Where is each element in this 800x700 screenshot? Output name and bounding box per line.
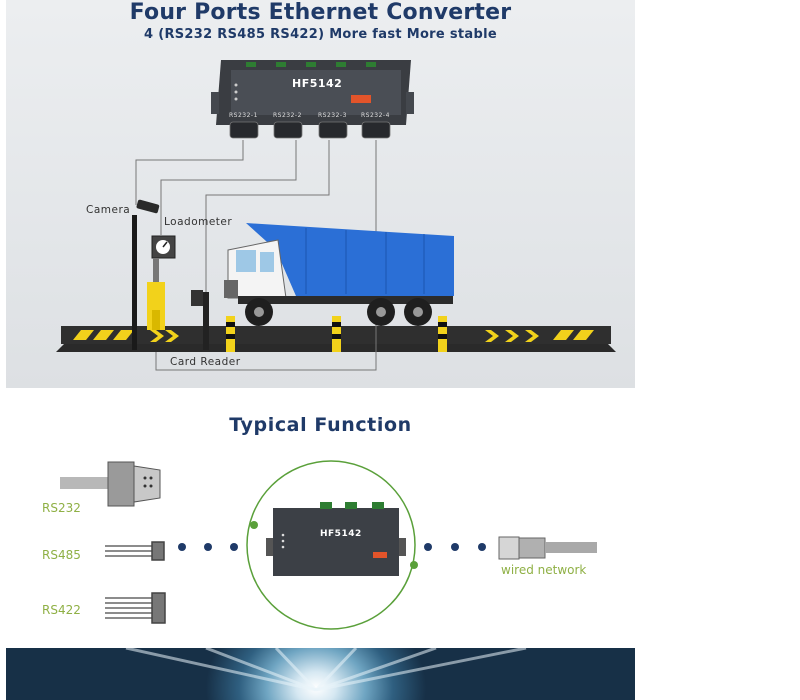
port-label: RS232-2 [273, 112, 302, 119]
wired-network-label: wired network [501, 563, 587, 577]
camera-icon [136, 199, 160, 214]
subheadline: 4 (RS232 RS485 RS422) More fast More sta… [144, 27, 497, 42]
rj45-plug-icon [498, 536, 597, 560]
section-title: Typical Function [229, 414, 412, 436]
rs422-wire-icon [105, 592, 166, 624]
dump-truck-illustration [224, 223, 454, 326]
bottom-banner-image [6, 648, 635, 700]
rs422-label: RS422 [42, 603, 81, 617]
converter-device-top [211, 60, 414, 139]
port-label: RS232-3 [318, 112, 347, 119]
rs232-label: RS232 [42, 501, 81, 515]
port-label: RS232-1 [229, 112, 258, 119]
camera-label: Camera [86, 204, 131, 216]
light-rays-graphic [125, 648, 527, 692]
loadometer-label: Loadometer [164, 216, 233, 228]
typical-function-diagram [60, 460, 597, 630]
weighbridge-scene-panel: Four Ports Ethernet Converter 4 (RS232 R… [6, 0, 635, 388]
db9-connector-icon [60, 461, 161, 507]
port-label: RS232-4 [361, 112, 390, 119]
rs485-label: RS485 [42, 548, 81, 562]
card-reader-icon [191, 290, 203, 306]
weighbridge-illustration [56, 60, 616, 371]
device-model-label: HF5142 [292, 77, 343, 90]
device-model-label-diagram: HF5142 [320, 529, 362, 539]
converter-device-diagram [266, 502, 406, 576]
rs485-wire-icon [105, 541, 165, 561]
card-reader-label: Card Reader [170, 356, 241, 368]
headline: Four Ports Ethernet Converter [129, 0, 512, 25]
